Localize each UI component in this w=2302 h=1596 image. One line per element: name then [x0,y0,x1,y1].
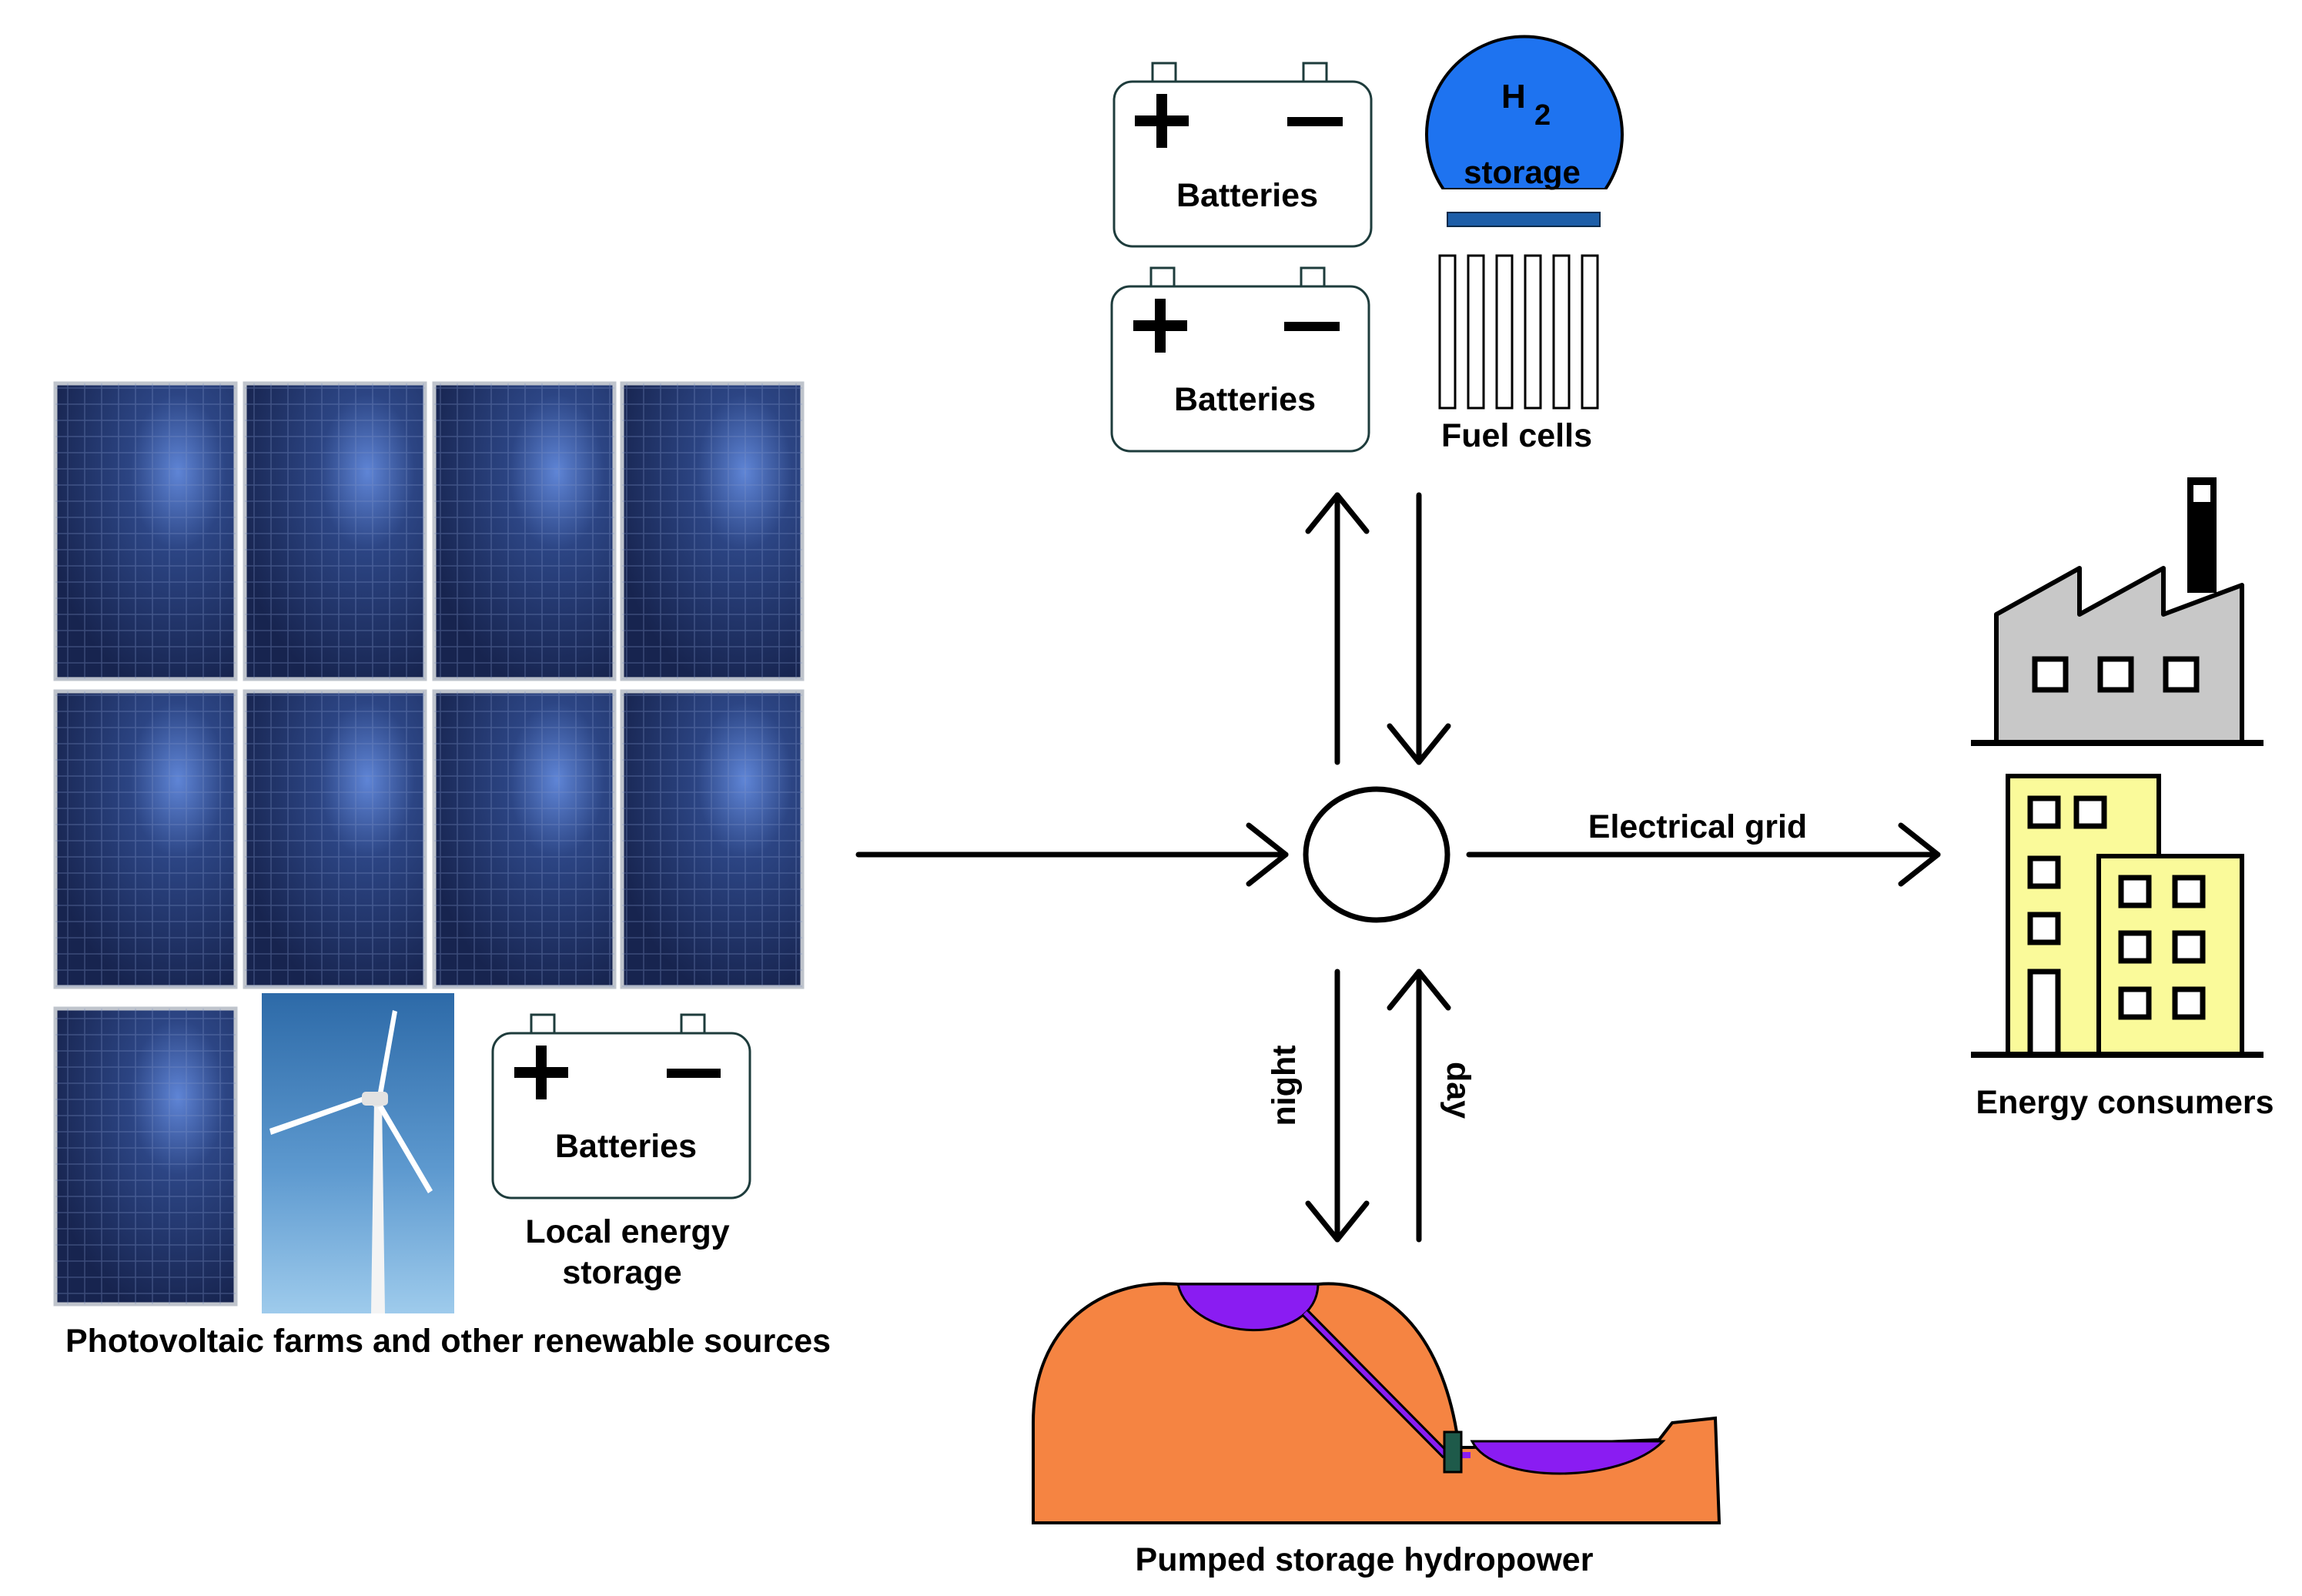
energy-consumers-label: Energy consumers [1976,1084,2274,1121]
pv-caption: Photovoltaic farms and other renewable s… [65,1323,831,1360]
solar-panel [432,381,617,681]
solar-panel [243,381,427,681]
battery-top-1: Batteries [1113,62,1373,248]
h2-subscript: 2 [1534,99,1551,132]
solar-panel [243,689,427,989]
solar-panel [432,689,617,989]
power-hub-node [1303,786,1450,923]
fuel-cells: Fuel cells [1438,254,1599,454]
local-battery-label: Batteries [555,1128,697,1165]
pumped-hydro-label: Pumped storage hydropower [1136,1541,1594,1578]
battery-top-1-label: Batteries [1176,177,1318,214]
solar-panel [53,381,238,681]
flow-arrows [855,492,1941,1243]
solar-panel [620,689,805,989]
battery-top-2-label: Batteries [1174,381,1316,418]
day-label: day [1440,1062,1477,1119]
pumped-hydro [1032,1282,1721,1524]
h2-label: H [1501,78,1526,115]
factory-icon [1971,477,2264,746]
solar-panel [620,381,805,681]
h2-storage-tank: H 2 storage [1425,35,1624,227]
photovoltaic-farm [53,381,805,1307]
local-storage-label-line1: Local energy [525,1213,729,1250]
local-battery: Batteries [491,1013,751,1200]
h2-storage-label: storage [1464,154,1581,190]
solar-panel [53,689,238,989]
office-building-icon [1971,774,2264,1058]
wind-turbine [262,993,454,1313]
electrical-grid-label: Electrical grid [1588,808,1807,845]
solar-panel [53,1006,238,1307]
battery-top-2: Batteries [1110,266,1370,453]
fuel-cells-label: Fuel cells [1441,417,1592,454]
night-label: night [1266,1045,1303,1126]
local-storage-label-line2: storage [562,1254,681,1291]
